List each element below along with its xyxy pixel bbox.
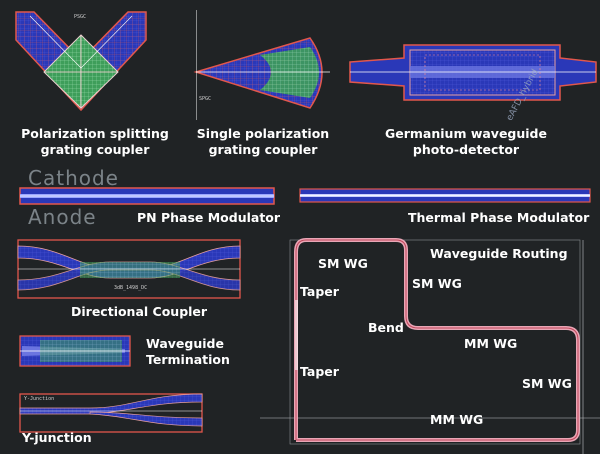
annot-sm-wg-1: SM WG <box>318 256 368 271</box>
annot-mm-wg-2: MM WG <box>430 412 484 427</box>
annot-taper-2: Taper <box>300 364 339 379</box>
thermal-modulator-layout <box>299 188 591 203</box>
wg-termination-layout <box>19 335 131 367</box>
annot-taper-1: Taper <box>300 284 339 299</box>
spgc-label: Single polarization grating coupler <box>196 126 330 157</box>
cathode-text: Cathode <box>28 166 119 190</box>
wg-routing-layout <box>260 238 600 454</box>
pn-modulator-layout <box>19 187 275 205</box>
wg-termination-label: Waveguide Termination <box>146 336 230 367</box>
dc-tag: 3dB_1498_DC <box>114 285 148 291</box>
annot-sm-wg-2: SM WG <box>412 276 462 291</box>
ge-pd-label: Germanium waveguide photo-detector <box>385 126 547 157</box>
ge-pd-layout <box>349 44 597 101</box>
pn-modulator-label: PN Phase Modulator <box>137 210 281 225</box>
psgc-label: Polarization splitting grating coupler <box>21 126 169 157</box>
annot-bend: Bend <box>368 320 404 335</box>
yj-tag: Y-Junction <box>24 396 55 402</box>
wg-routing-label: Waveguide Routing <box>430 246 568 261</box>
anode-text: Anode <box>28 205 97 229</box>
y-junction-layout <box>19 393 203 433</box>
psgc-tag: PSGC <box>74 14 87 20</box>
annot-mm-wg-1: MM WG <box>464 336 518 351</box>
y-junction-label: Y-junction <box>22 430 92 445</box>
directional-coupler-layout <box>17 239 241 299</box>
annot-sm-wg-3: SM WG <box>522 376 572 391</box>
psgc-layout <box>15 11 147 112</box>
spgc-tag: SPGC <box>199 96 212 102</box>
spgc-layout <box>193 10 330 120</box>
thermal-modulator-label: Thermal Phase Modulator <box>408 210 590 225</box>
dir-coupler-label: Directional Coupler <box>71 304 208 319</box>
